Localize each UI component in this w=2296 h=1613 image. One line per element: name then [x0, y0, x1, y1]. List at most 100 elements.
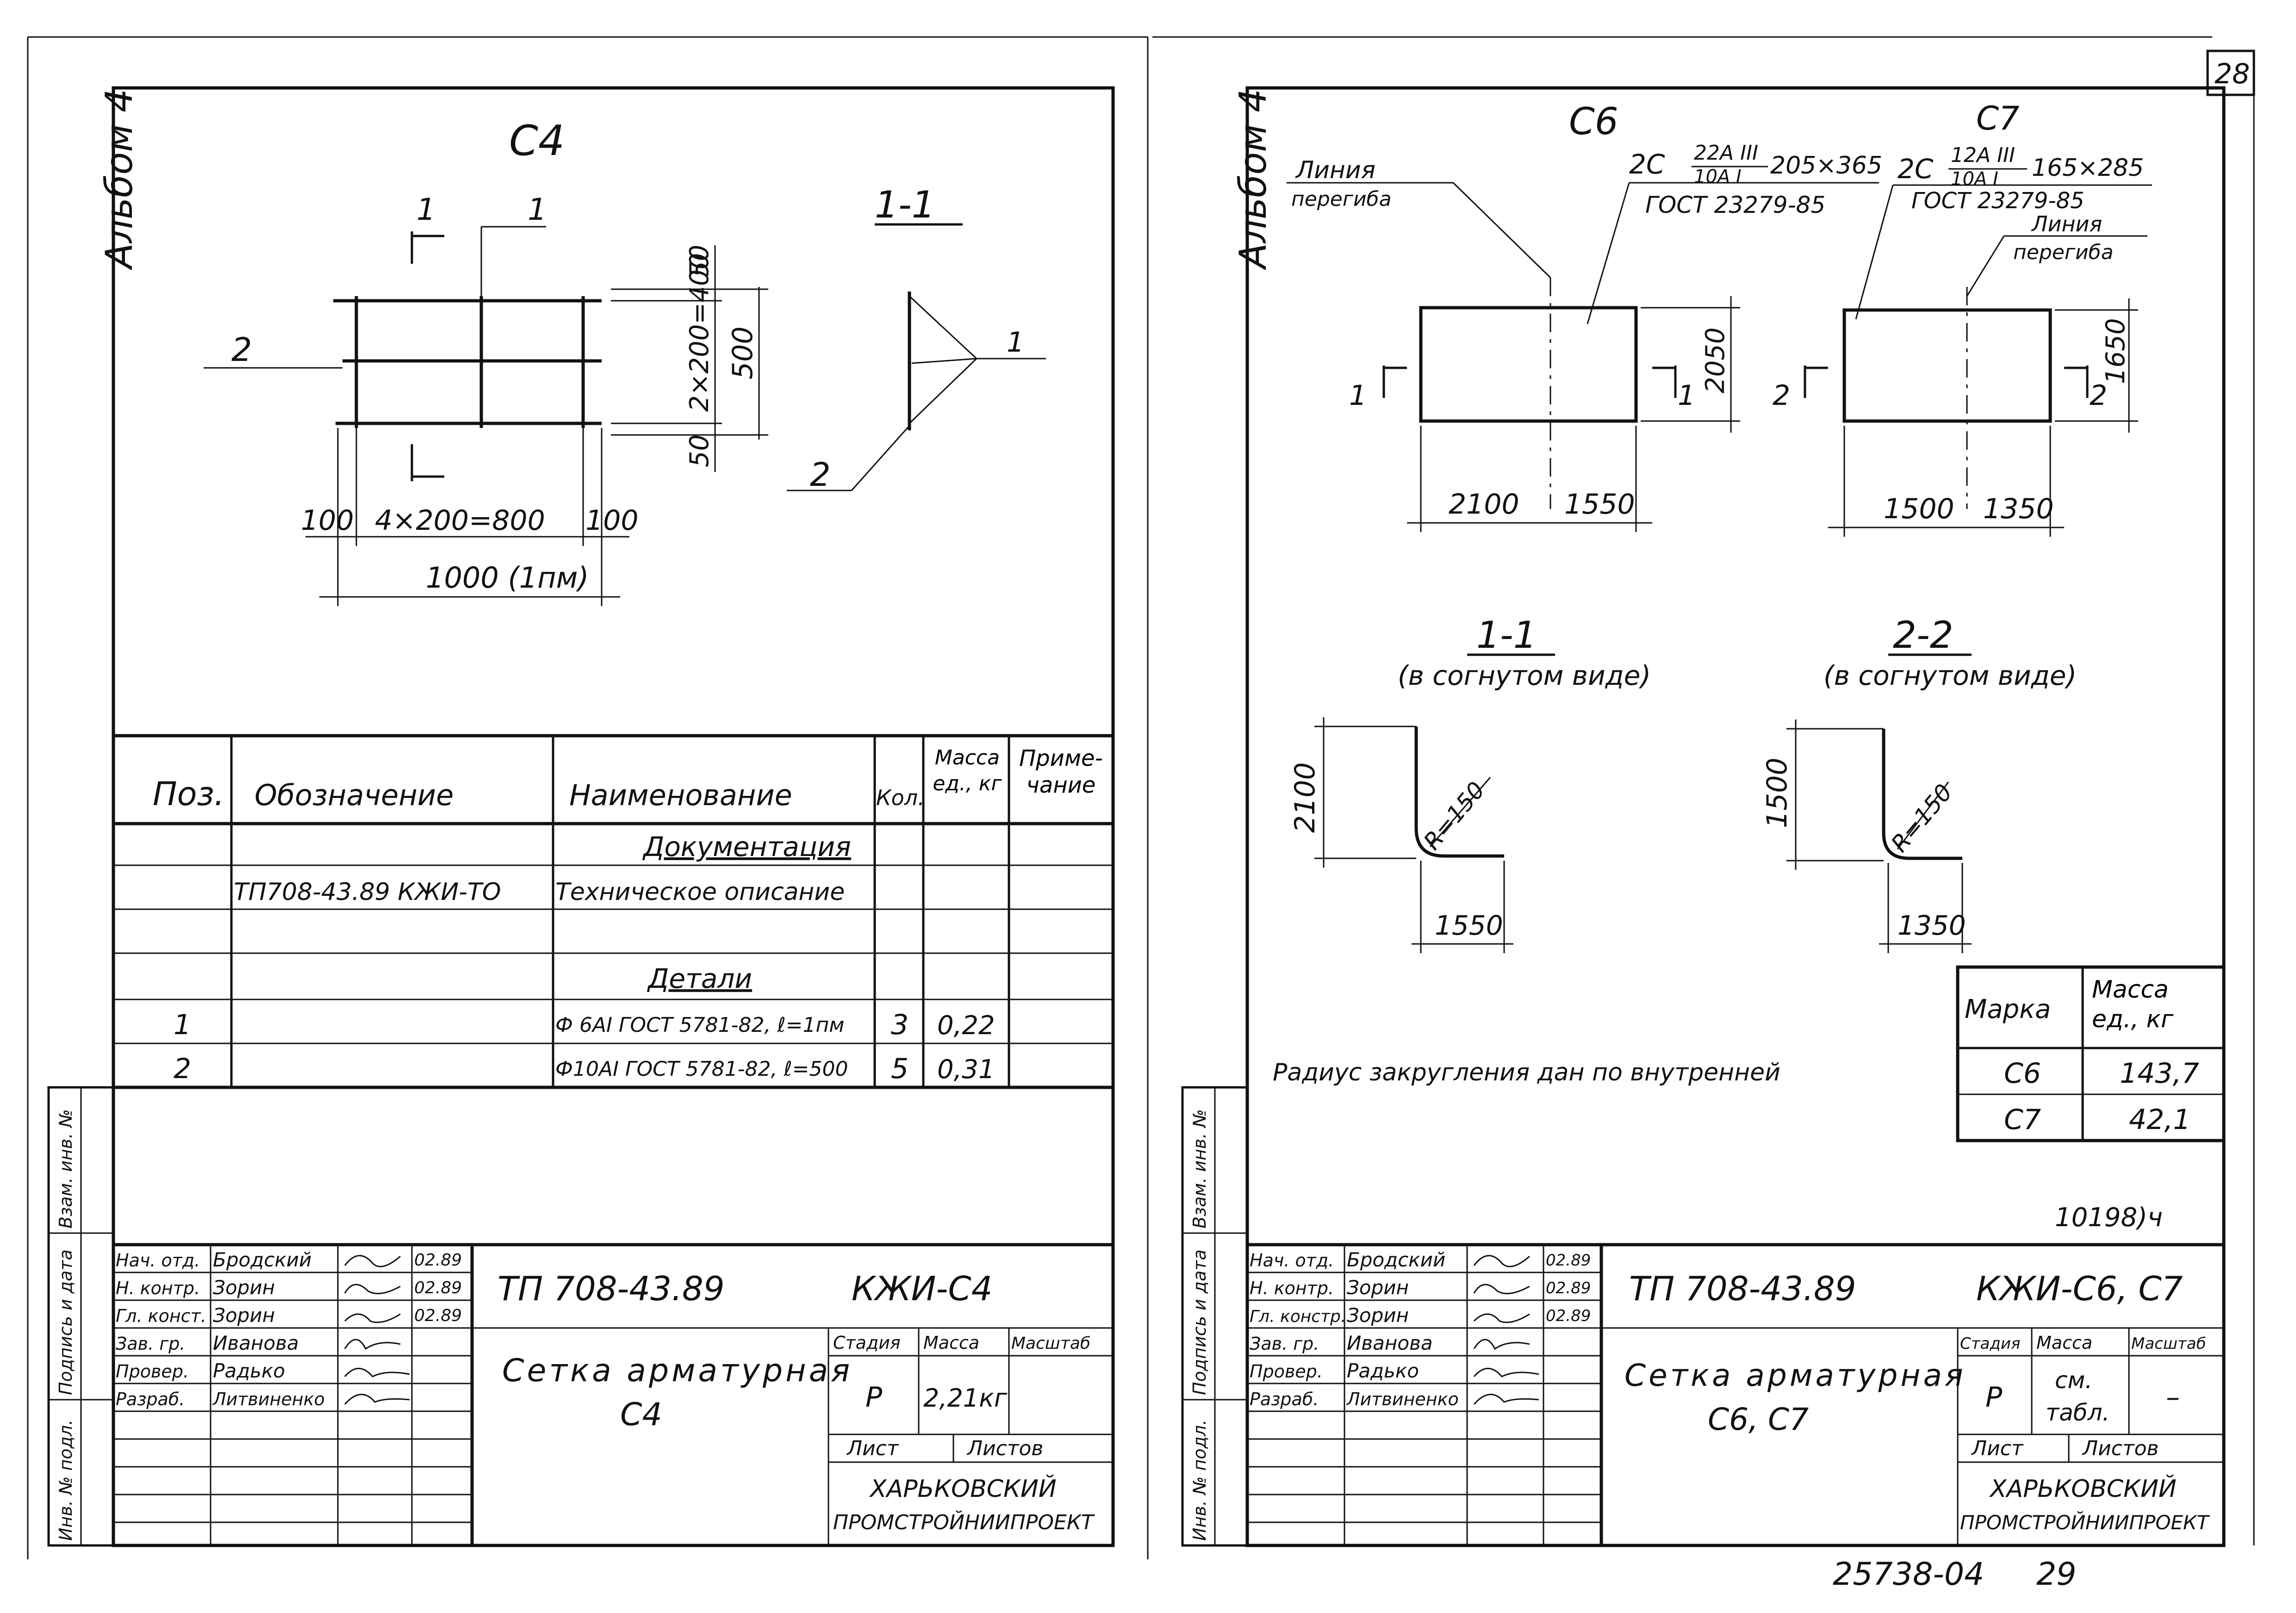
signature-5 [344, 1394, 410, 1405]
dim-100-left: 100 [301, 504, 354, 537]
mass-table-row-1-mark: С7 [2004, 1104, 2041, 1136]
left-sheet: Альбом 4 С4 1 1 2 [47, 86, 1115, 1547]
right-sheet: 28 Альбом 4 С6 2С 22А III 10А I 205×365 … [1181, 50, 2255, 1547]
r-signature-2 [1473, 1313, 1530, 1323]
pos-label-2: 2 [231, 331, 252, 369]
radius-note: Радиус закругления дан по внутренней [1273, 1059, 1780, 1086]
tb-name-0: Бродский [213, 1248, 311, 1271]
tb-role-0: Нач. отд. [116, 1250, 200, 1271]
spec-header-name: Наименование [569, 778, 792, 812]
sec2-label: 2-2 [1893, 614, 1954, 657]
c7-bend-label-1: Линия [2031, 211, 2102, 236]
c7-drawing: С7 2С 12А III 10А I 165×285 ГОСТ 23279-8… [1773, 99, 2152, 537]
mass-table-header-mark: Марка [1965, 994, 2051, 1024]
tb-stage-label: Стадия [833, 1333, 901, 1353]
rtb-title-line1: Сетка арматурная [1624, 1358, 1966, 1393]
rtb-role-3: Зав. гр. [1250, 1334, 1319, 1354]
rtb-role-4: Провер. [1250, 1361, 1323, 1382]
rtb-title-line2: С6, С7 [1708, 1402, 1809, 1437]
section-leg-bottom [908, 358, 977, 424]
rtb-scale-label: Масштаб [2131, 1334, 2206, 1353]
c6-spec-den: 10А I [1694, 166, 1742, 187]
rtb-mass-line1: см. [2055, 1367, 2092, 1394]
rtb-name-2: Зорин [1347, 1304, 1409, 1327]
sec2-dim-v-label: 1500 [1761, 757, 1793, 828]
c7-spec-size: 165×285 [2032, 154, 2144, 182]
c6-cut-left-label: 1 [1349, 379, 1367, 412]
dim-2x200: 2×200=400 [684, 253, 715, 412]
spec-row-4-name: Ф 6АI ГОСТ 5781-82, ℓ=1пм [555, 1013, 844, 1037]
spec-row-0-name: Документация [642, 831, 851, 862]
signature-1 [344, 1284, 401, 1295]
c6-bend-leader [1452, 182, 1551, 279]
c6-title: С6 [1569, 100, 1618, 143]
mass-table-row-0-mark: С6 [2004, 1057, 2041, 1090]
c6-dim-h: 2050 [1700, 327, 1730, 393]
r-stamp-vzam: Взам. инв. № [1189, 1109, 1210, 1228]
tb-scale-label: Масштаб [1011, 1334, 1090, 1353]
stamp-vzam: Взам. инв. № [56, 1109, 76, 1228]
r-signature-3 [1473, 1339, 1530, 1350]
dim-50-top: 50 [684, 245, 715, 278]
sec2-sub: (в согнутом виде) [1823, 660, 2077, 691]
tb-date-0: 02.89 [414, 1251, 462, 1270]
c4-title: С4 [509, 117, 565, 165]
spec-row-5-name: Ф10АI ГОСТ 5781-82, ℓ=500 [555, 1057, 848, 1081]
rtb-sheet-label: Лист [1971, 1437, 2024, 1460]
c7-cut-right-label: 2 [2090, 379, 2107, 412]
c7-title: С7 [1976, 99, 2019, 137]
rtb-date-1: 02.89 [1546, 1279, 1591, 1297]
mass-table-header-mass-box: Масса ед., кг [2092, 976, 2174, 1033]
tb-name-3: Иванова [213, 1332, 299, 1354]
mass-table-header-mass: Масса ед., кг [2092, 976, 2174, 1033]
dim-50-bottom: 50 [684, 434, 715, 467]
page-number-box [2206, 50, 2255, 96]
dim-100-right: 100 [585, 504, 639, 537]
tb-role-5: Разраб. [116, 1389, 185, 1409]
left-side-stamp: Взам. инв. № Подпись и дата Инв. № подл. [47, 1086, 115, 1547]
c7-spec-leader [1855, 185, 1894, 320]
c4-drawing: С4 1 1 2 100 4×2 [204, 117, 1046, 606]
left-spec-table: Поз. Обозначение Наименование Кол. Масса… [113, 734, 1113, 1089]
right-title-block: Нач. отд. Н. контр. Гл. констр. Зав. гр.… [1247, 1243, 2224, 1545]
spec-row-4-mass: 0,22 [937, 1011, 995, 1041]
tb-name-2: Зорин [213, 1304, 275, 1327]
spec-header-pos: Поз. [153, 775, 224, 813]
rtb-role-1: Н. контр. [1250, 1278, 1334, 1298]
c7-gost: ГОСТ 23279-85 [1911, 188, 2084, 214]
rtb-stage-label: Стадия [1960, 1334, 2020, 1353]
left-frame [112, 86, 1115, 1547]
sec1-sub: (в согнутом виде) [1398, 660, 1651, 691]
c6-spec-num: 22А III [1694, 141, 1758, 165]
c6-dim-a: 2100 [1449, 488, 1519, 521]
c7-spec-num: 12А III [1951, 143, 2015, 167]
c7-bend-leader [1966, 236, 2005, 297]
tb-title-line2: С4 [620, 1396, 662, 1433]
stamp-inv: Инв. № подл. [56, 1420, 76, 1541]
left-title-block: Нач. отд. Н. контр. Гл. конст. Зав. гр. … [113, 1243, 1113, 1545]
tb-org-line1: ХАРЬКОВСКИЙ [869, 1475, 1057, 1503]
sec2-profile [1882, 729, 1962, 860]
c6-bend-label-1: Линия [1295, 156, 1375, 184]
dim-500: 500 [727, 326, 759, 379]
rtb-name-1: Зорин [1347, 1276, 1409, 1299]
rtb-scale-value: – [2166, 1381, 2180, 1414]
sec1-label: 1-1 [1476, 614, 1537, 657]
mass-table-row-1-mass: 42,1 [2129, 1104, 2191, 1136]
spec-header-qty: Кол. [876, 785, 925, 810]
r-signature-1 [1473, 1284, 1530, 1295]
section-leg-top [908, 295, 977, 360]
tb-sheet-label: Лист [846, 1437, 899, 1460]
signature-2 [344, 1313, 401, 1323]
spec-row-5-qty: 5 [891, 1053, 908, 1085]
section-leader-2 [851, 425, 910, 491]
mass-table-row-0-mass: 143,7 [2120, 1057, 2199, 1090]
rtb-name-0: Бродский [1347, 1248, 1445, 1271]
spec-row-1-name: Техническое описание [555, 878, 845, 906]
tb-name-1: Зорин [213, 1276, 275, 1299]
section-pos-2: 2 [810, 456, 831, 494]
c7-dim-b: 1350 [1983, 493, 2054, 525]
tb-date-2: 02.89 [414, 1306, 462, 1325]
tb-name-5: Литвиненко [212, 1389, 325, 1409]
